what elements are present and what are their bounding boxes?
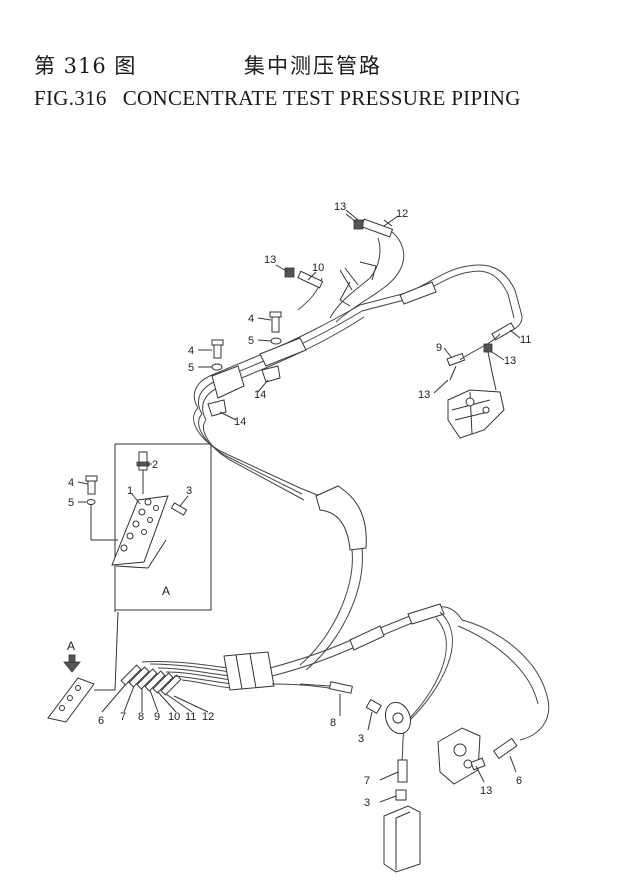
right-fittings [446, 322, 516, 391]
callout-8: 8 [138, 711, 144, 723]
callout-4: 4 [68, 477, 74, 489]
callout-3: 3 [364, 797, 370, 809]
callout-5: 5 [188, 362, 194, 374]
upper-bolt-washer-1 [269, 311, 282, 345]
figure-title-cn: 集中测压管路 [244, 54, 382, 78]
central-wrapped-bundle [223, 603, 550, 761]
pump-flange [384, 701, 412, 735]
callout-5: 5 [248, 335, 254, 347]
callout-11: 11 [520, 334, 531, 346]
control-valve-body [447, 389, 505, 439]
callout-10: 10 [312, 262, 324, 274]
upper-bolt-washer-2 [211, 339, 224, 371]
detail-fitting-3 [170, 502, 188, 516]
callout-13: 13 [504, 355, 516, 367]
callout-12: 12 [396, 208, 408, 220]
callout-9: 9 [154, 711, 160, 723]
detail-fitting-2 [136, 451, 150, 494]
callout-5: 5 [68, 497, 74, 509]
upper-hose-bundle [193, 231, 523, 671]
callout-labels: 13 12 13 10 4 5 4 5 14 14 11 9 13 13 2 4… [67, 201, 531, 809]
detail-view-frame [114, 443, 212, 612]
clamp-bracket-14 [207, 365, 281, 417]
callout-4: 4 [248, 313, 254, 325]
view-arrow-label: A [67, 639, 75, 653]
callout-11: 11 [185, 711, 196, 723]
callout-12: 12 [202, 711, 214, 723]
detail-view-label: A [162, 584, 170, 598]
callout-3: 3 [358, 733, 364, 745]
figure-name-en: CONCENTRATE TEST PRESSURE PIPING [122, 86, 521, 110]
lower-port-block [47, 611, 119, 723]
callout-14: 14 [234, 416, 246, 428]
right-valve-block [437, 727, 518, 785]
figure-number-en: FIG.316 [34, 86, 107, 110]
callout-13: 13 [334, 201, 346, 213]
figure-number-cn: 第 316 图 [34, 54, 137, 78]
callout-10: 10 [168, 711, 180, 723]
pressure-port-block [111, 495, 169, 569]
upper-left-fitting-assembly [284, 261, 377, 307]
callout-7: 7 [364, 775, 370, 787]
callout-1: 1 [127, 485, 133, 497]
fanout-fittings [120, 660, 235, 696]
callout-8: 8 [330, 717, 336, 729]
callout-14: 14 [254, 389, 266, 401]
leader-lines [77, 209, 521, 803]
lower-fitting-8-3 [299, 681, 382, 715]
bottom-fitting-7-3 [395, 759, 408, 801]
callout-7: 7 [120, 711, 126, 723]
callout-3: 3 [186, 485, 192, 497]
callout-2: 2 [152, 459, 158, 471]
figure-title-en: FIG.316 CONCENTRATE TEST PRESSURE PIPING [34, 86, 521, 111]
bottom-sensor-block [383, 805, 421, 873]
callout-9: 9 [436, 342, 442, 354]
callout-4: 4 [188, 345, 194, 357]
callout-6: 6 [98, 715, 104, 727]
detail-bolt-4-5 [85, 475, 118, 541]
callout-13: 13 [418, 389, 430, 401]
view-arrow-a [63, 654, 81, 673]
callout-13: 13 [264, 254, 276, 266]
callout-13: 13 [480, 785, 492, 797]
callout-6: 6 [516, 775, 522, 787]
